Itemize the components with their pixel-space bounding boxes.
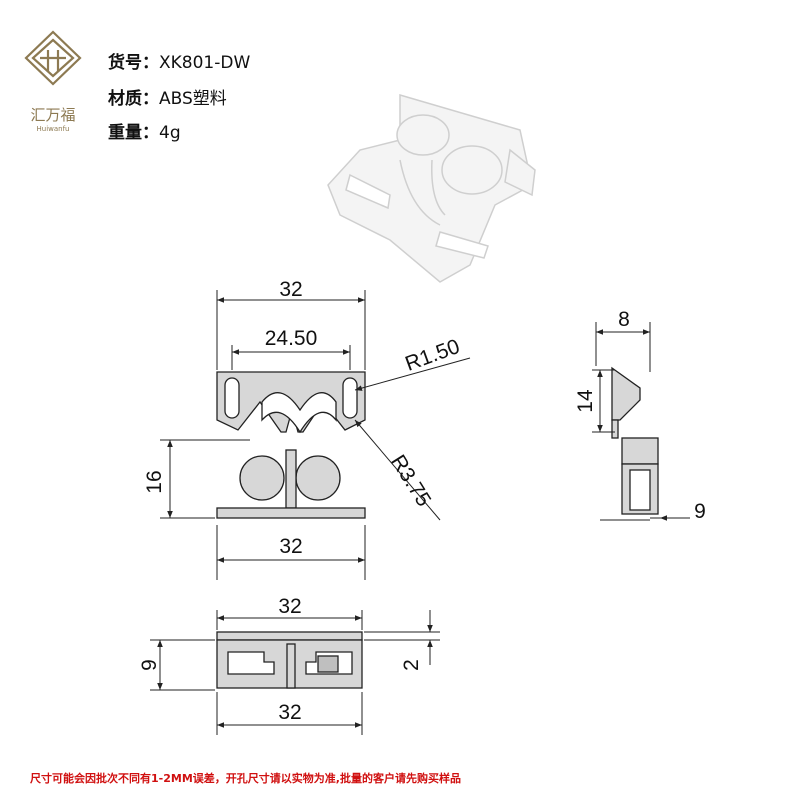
brand-logo (24, 30, 82, 86)
dim-front-width-bottom: 32 (279, 535, 302, 558)
dim-bottom-width-top: 32 (278, 595, 301, 618)
dim-side-base: 9 (694, 500, 706, 523)
footer-note: 尺寸可能会因批次不同有1-2MM误差，开孔尺寸请以实物为准,批量的客户请先购买样… (30, 772, 461, 785)
dim-radius-slot: R1.50 (402, 335, 463, 376)
front-view: 32 24.50 R1.50 R3.75 16 32 (143, 278, 471, 580)
spec-value: ABS塑料 (159, 89, 227, 109)
spec-label: 货号： (108, 53, 159, 73)
product-photo (327, 94, 536, 283)
spec-value: XK801-DW (159, 53, 251, 73)
dim-front-height: 16 (143, 470, 166, 493)
spec-label: 材质： (108, 89, 159, 109)
dim-radius-round: R3.75 (386, 451, 435, 511)
dim-slot-spacing: 24.50 (265, 327, 318, 350)
spec-item-material: 材质：ABS塑料 (108, 84, 227, 109)
brand-subtitle: Huiwanfu (36, 125, 70, 133)
dim-side-depth: 8 (618, 308, 630, 331)
bottom-view: 32 9 2 32 (138, 595, 440, 735)
brand-name: 汇万福 (30, 106, 76, 124)
dim-bottom-width-bottom: 32 (278, 701, 301, 724)
dim-bottom-thickness: 2 (400, 659, 423, 671)
spec-item-code: 货号：XK801-DW (108, 48, 250, 73)
spec-value: 4g (159, 123, 181, 143)
dim-bottom-height: 9 (138, 659, 161, 671)
spec-label: 重量： (108, 123, 159, 143)
spec-item-weight: 重量：4g (108, 118, 181, 143)
dim-front-width-top: 32 (279, 278, 302, 301)
dim-side-height: 14 (574, 389, 597, 413)
side-view: 8 14 9 (574, 308, 706, 523)
